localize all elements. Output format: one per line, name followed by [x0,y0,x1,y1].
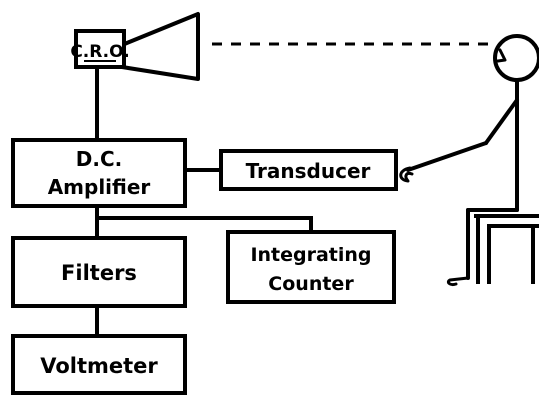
connection-wires [95,67,313,336]
filters-box [11,236,187,308]
chair [474,214,539,284]
transducer-label: Transducer [246,159,371,183]
wire-branch-to-integrating-counter [97,216,313,232]
cro-oscilloscope: C.R.O. [70,12,200,81]
cro-label: C.R.O. [70,42,129,62]
voltmeter-label: Voltmeter [40,354,158,378]
integrating-counter-label-line1: Integrating [250,244,371,266]
dc-amplifier-label-line2: Amplifier [48,175,151,199]
subject-foot [446,276,470,286]
integrating-counter-label-line2: Counter [268,273,354,295]
dc-amplifier-block: D.C. Amplifier [11,138,187,208]
filters-label: Filters [61,261,137,285]
voltmeter-block: Voltmeter [11,334,187,395]
subject-head [493,34,539,82]
filters-block: Filters [11,236,187,308]
subject-hand [399,166,414,183]
dc-amplifier-box [11,138,187,208]
voltmeter-box [11,334,187,395]
dc-amplifier-label-line1: D.C. [76,147,122,171]
integrating-counter-box [226,230,396,304]
seated-subject-figure [399,34,539,286]
subject-eye [496,48,507,63]
transducer-block: Transducer [219,149,398,191]
subject-forearm [406,141,488,172]
cro-tube-outline [121,12,200,81]
transducer-box [219,149,398,191]
integrating-counter-block: Integrating Counter [226,230,396,304]
subject-upper-arm [484,98,519,145]
